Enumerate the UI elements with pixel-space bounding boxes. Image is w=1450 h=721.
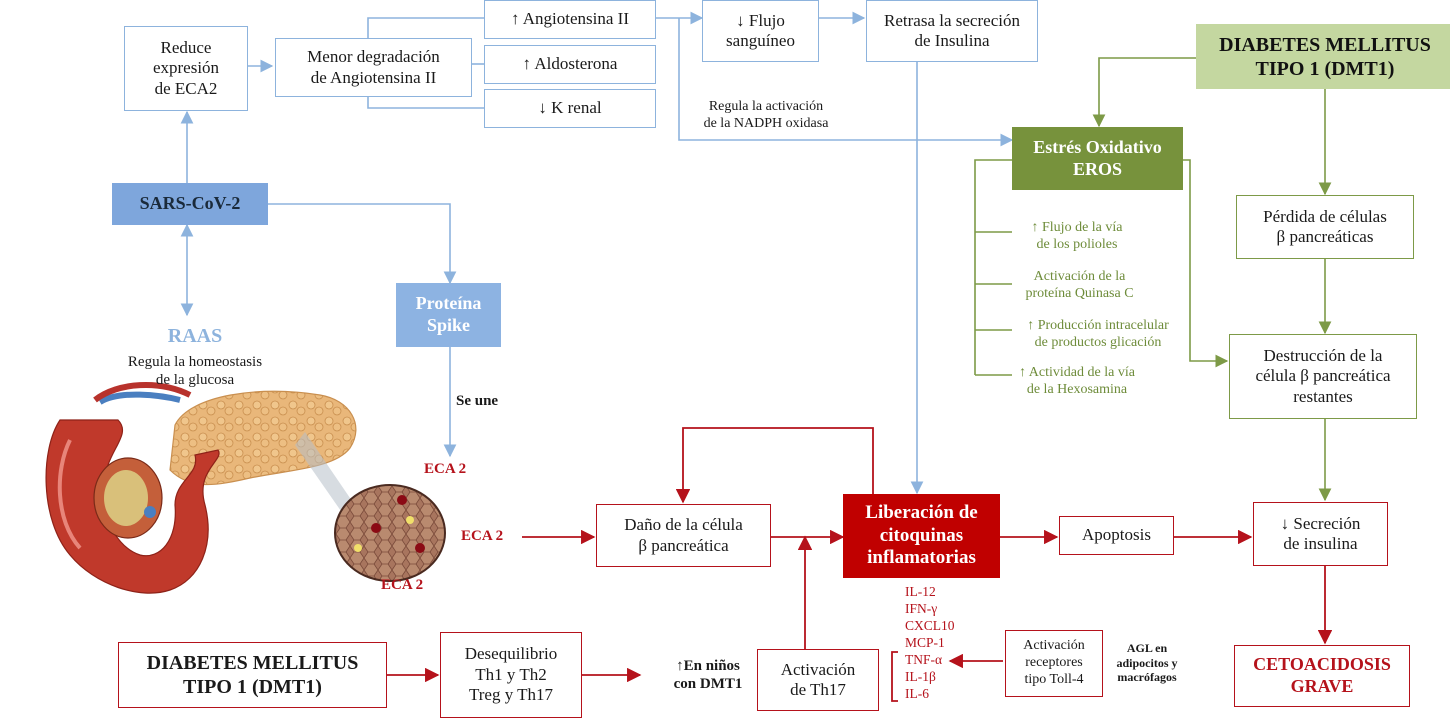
stress-item-glicacion: ↑ Producción intracelular de productos g… — [1027, 318, 1169, 351]
angiotensina-box: ↑ Angiotensina II — [484, 0, 656, 39]
apoptosis-box: Apoptosis — [1059, 516, 1174, 555]
se-une-label: Se une — [456, 393, 499, 409]
dmt1-top-box: DIABETES MELLITUS TIPO 1 (DMT1) — [1196, 24, 1450, 89]
dmt1-bottom-box: DIABETES MELLITUS TIPO 1 (DMT1) — [118, 642, 387, 708]
aldosterona-box: ↑ Aldosterona — [484, 45, 656, 84]
eca2-label-top: ECA 2 — [424, 461, 467, 477]
en-ninos-label: ↑En niños con DMT1 — [673, 658, 743, 693]
eca2-label-bottom: ECA 2 — [381, 577, 424, 593]
stress-item-polioles: ↑ Flujo de la vía de los polioles — [1031, 220, 1123, 253]
dano-celula-box: Daño de la célula β pancreática — [596, 504, 771, 567]
secrecion-insulina-box: ↓ Secreción de insulina — [1253, 502, 1388, 566]
desequilibrio-box: Desequilibrio Th1 y Th2 Treg y Th17 — [440, 632, 582, 718]
flujo-sanguineo-box: ↓ Flujo sanguíneo — [702, 0, 819, 62]
proteina-spike-box: Proteína Spike — [396, 283, 501, 347]
cetoacidosis-box: CETOACIDOSIS GRAVE — [1234, 645, 1410, 707]
activacion-th17-box: Activación de Th17 — [757, 649, 879, 711]
retrasa-secrecion-box: Retrasa la secreción de Insulina — [866, 0, 1038, 62]
stress-item-hexosamina: ↑ Actividad de la vía de la Hexosamina — [1019, 365, 1135, 398]
menor-degradacion-box: Menor degradación de Angiotensina II — [275, 38, 472, 97]
perdida-celulas-box: Pérdida de células β pancreáticas — [1236, 195, 1414, 259]
liberacion-citoquinas-box: Liberación de citoquinas inflamatorias — [843, 494, 1000, 578]
agl-label: AGL en adipocitos y macrófagos — [1116, 641, 1178, 685]
estres-oxidativo-box: Estrés Oxidativo EROS — [1012, 127, 1183, 190]
reduce-eca2-box: Reduce expresión de ECA2 — [124, 26, 248, 111]
eca2-label-right: ECA 2 — [461, 528, 504, 544]
raas-label: RAAS — [167, 325, 223, 347]
toll-receptor-box: Activación receptores tipo Toll-4 — [1005, 630, 1103, 697]
raas-description: Regula la homeostasis de la glucosa — [127, 354, 263, 389]
destruccion-celula-box: Destrucción de la célula β pancreática r… — [1229, 334, 1417, 419]
sars-cov-2-box: SARS-CoV-2 — [112, 183, 268, 225]
nadph-label: Regula la activación de la NADPH oxidasa — [703, 99, 829, 132]
stress-item-quinasa: Activación de la proteína Quinasa C — [1025, 269, 1134, 302]
cytokine-list: IL-12 IFN-γ CXCL10 MCP-1 TNF-α IL-1β IL-… — [905, 584, 955, 701]
k-renal-box: ↓ K renal — [484, 89, 656, 128]
pancreas-illustration — [45, 381, 446, 594]
